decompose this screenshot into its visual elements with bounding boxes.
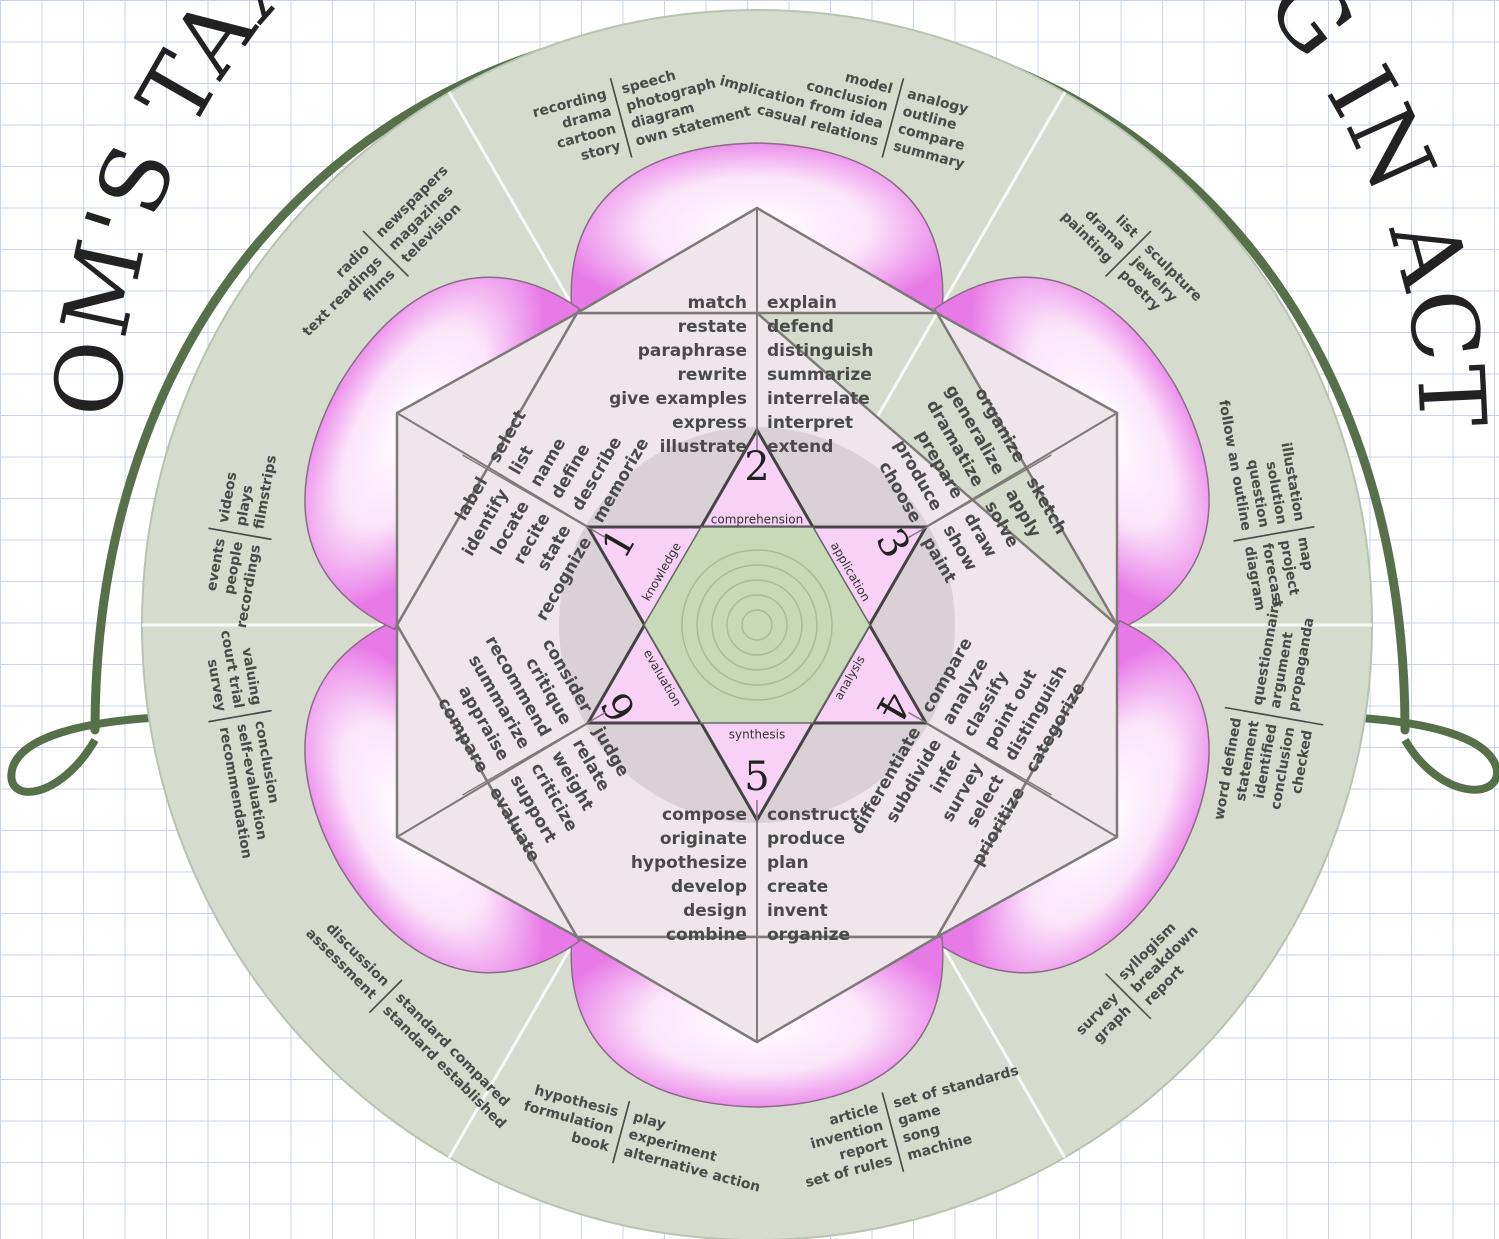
verb-item: extend xyxy=(767,437,833,457)
verb-item: hypothesize xyxy=(631,853,747,873)
vine-loop-left xyxy=(11,718,150,792)
level-name: synthesis xyxy=(729,728,786,742)
verb-item: summarize xyxy=(767,365,872,385)
verb-item: combine xyxy=(666,925,747,945)
vine-loop-right xyxy=(1360,718,1497,790)
verb-item: invent xyxy=(767,901,828,921)
verb-item: organize xyxy=(767,925,850,945)
level-number: 2 xyxy=(744,444,769,490)
verb-item: distinguish xyxy=(767,341,874,361)
verb-item: interrelate xyxy=(767,389,870,409)
level-number: 5 xyxy=(744,754,769,800)
verb-item: originate xyxy=(660,829,747,849)
verb-item: illustrate xyxy=(660,437,747,457)
verb-item: compose xyxy=(662,805,747,825)
verb-item: interpret xyxy=(767,413,853,433)
level-name: comprehension xyxy=(711,513,803,527)
verb-item: restate xyxy=(678,317,747,337)
verb-item: defend xyxy=(767,317,834,337)
verb-item: explain xyxy=(767,293,837,313)
verb-item: rewrite xyxy=(678,365,748,385)
verb-item: express xyxy=(672,413,747,433)
verb-item: design xyxy=(683,901,747,921)
verb-item: paraphrase xyxy=(638,341,747,361)
verb-item: plan xyxy=(767,853,809,873)
verb-item: develop xyxy=(671,877,747,897)
verb-item: create xyxy=(767,877,828,897)
verb-item: produce xyxy=(767,829,845,849)
verb-item: give examples xyxy=(609,389,747,409)
verb-item: match xyxy=(688,293,748,313)
verb-item: construct xyxy=(767,805,858,825)
